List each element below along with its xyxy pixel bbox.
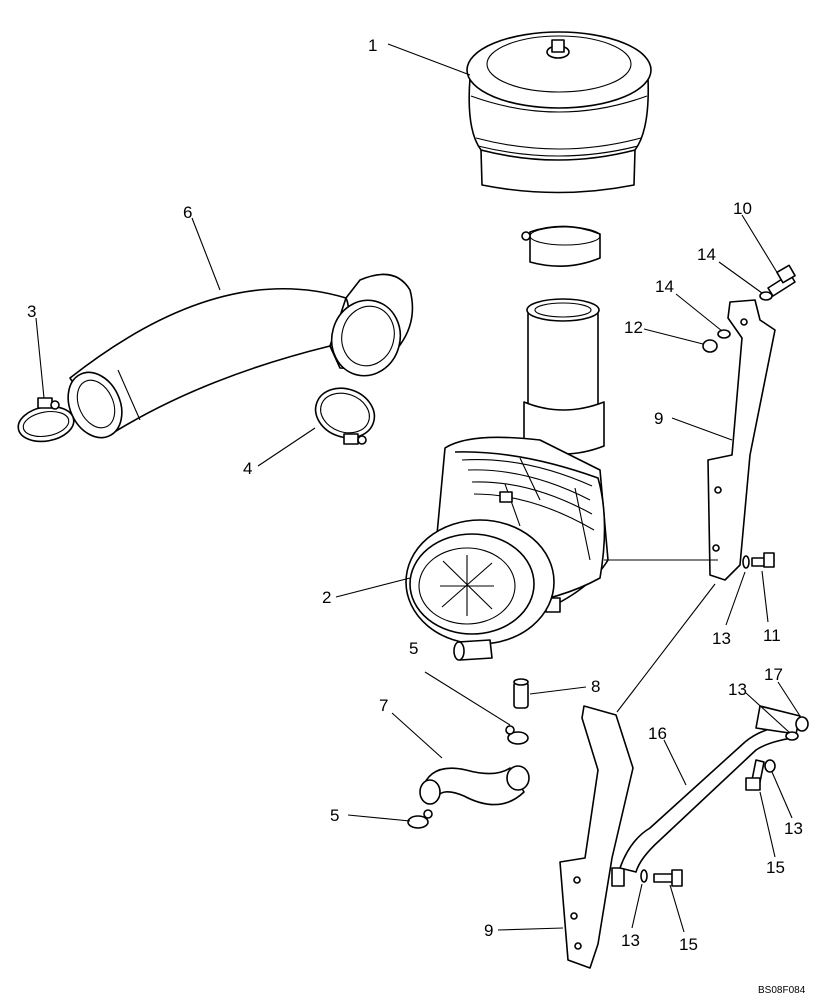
- intake-hose: [67, 273, 414, 439]
- callout-8: 8: [591, 677, 600, 696]
- callout-7: 7: [379, 696, 388, 715]
- bolt-15-b: [653, 869, 683, 887]
- callout-1: 1: [368, 36, 377, 55]
- callout-13-b: 13: [728, 680, 747, 699]
- callout-3: 3: [27, 302, 36, 321]
- drawing-code: BS08F084: [758, 985, 806, 996]
- callout-13-d: 13: [621, 931, 640, 950]
- callout-17: 17: [764, 665, 783, 684]
- bolt-15-a: [745, 759, 765, 791]
- outlet-clamp: [521, 225, 601, 267]
- nut-17: [795, 716, 809, 732]
- mounting-bracket-lower: [559, 705, 634, 969]
- callout-13-c: 13: [784, 819, 803, 838]
- callout-9-lower: 9: [484, 921, 493, 940]
- washer-14-b: [717, 329, 731, 339]
- hose-clamp-center: [314, 387, 376, 445]
- callout-13-a: 13: [712, 629, 731, 648]
- breather-hose: [419, 765, 530, 806]
- callout-5-lower: 5: [330, 806, 339, 825]
- washer-13-c: [764, 759, 776, 773]
- callout-9-upper: 9: [654, 409, 663, 428]
- callout-12: 12: [624, 318, 643, 337]
- callout-5-upper: 5: [409, 639, 418, 658]
- precleaner-cap: [466, 31, 652, 194]
- washer-13-a: [742, 555, 750, 569]
- leader-lines: [35, 43, 801, 933]
- callout-15-a: 15: [766, 858, 785, 877]
- callout-15-b: 15: [679, 935, 698, 954]
- clamp-small-lower: [407, 809, 433, 829]
- washer-13-d: [640, 869, 648, 883]
- callout-14-a: 14: [697, 245, 716, 264]
- washer-13-b: [785, 731, 799, 741]
- callout-10: 10: [733, 199, 752, 218]
- callout-14-b: 14: [655, 277, 674, 296]
- bolt-11: [751, 552, 775, 568]
- nut-12: [702, 339, 718, 353]
- callout-4: 4: [243, 459, 252, 478]
- clamp-small-upper: [505, 725, 529, 745]
- mounting-bracket-upper: [707, 299, 776, 581]
- dust-valve: [513, 678, 529, 709]
- callout-6: 6: [183, 203, 192, 222]
- hose-clamp-left: [17, 397, 75, 443]
- bolt-10: [767, 264, 796, 297]
- callout-11: 11: [763, 626, 781, 645]
- callout-16: 16: [648, 724, 667, 743]
- washer-14-a: [759, 291, 773, 301]
- callout-2: 2: [322, 588, 331, 607]
- air-cleaner-assembly: [405, 298, 609, 661]
